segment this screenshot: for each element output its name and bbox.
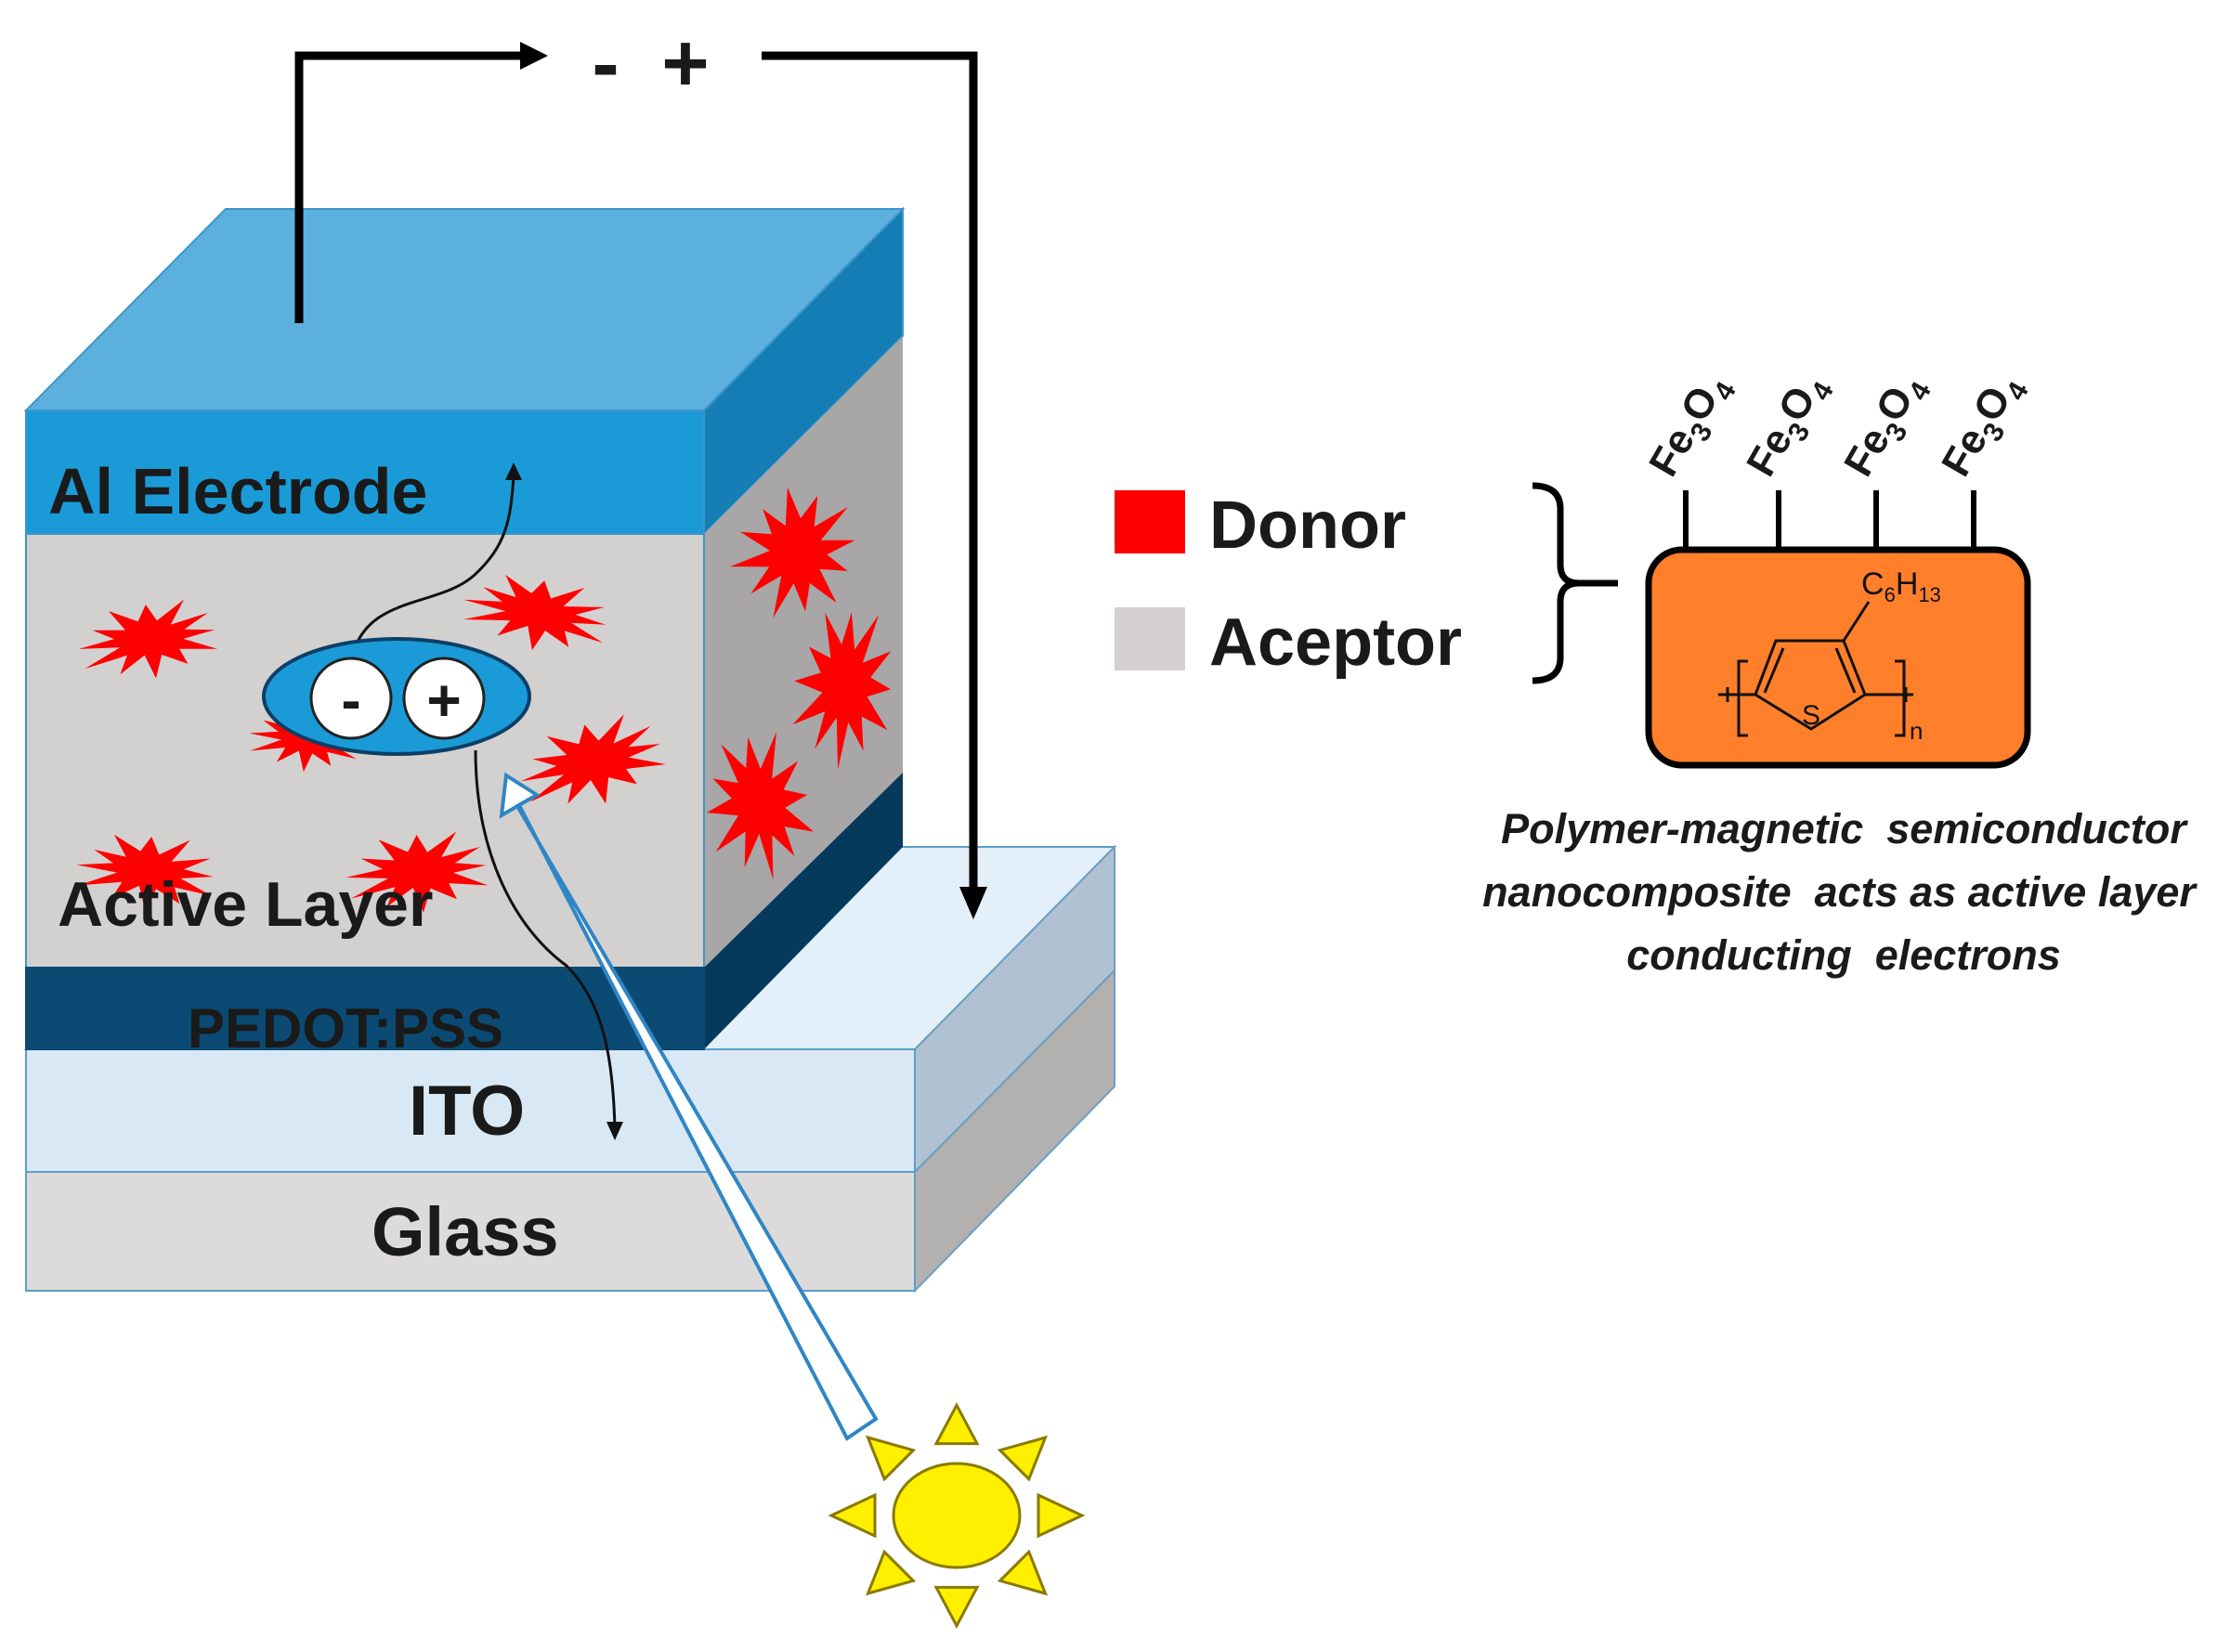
fe3o4-label-4: Fe3O4 xyxy=(1933,365,2035,488)
sun-ray xyxy=(997,1549,1049,1596)
repeat-n-label: n xyxy=(1910,717,1923,745)
hole-path-arrowhead xyxy=(606,1122,623,1140)
label-glass: Glass xyxy=(372,1193,559,1270)
sun-ray xyxy=(997,1435,1049,1482)
circuit-wire-right xyxy=(762,51,978,891)
caption-line-3: conducting electrons xyxy=(1626,931,2061,979)
sun-ray xyxy=(933,1402,980,1446)
legend-acceptor-label: Aceptor xyxy=(1209,605,1462,680)
polymer-caption: Polymer-magnetic semiconductor nanocompo… xyxy=(1482,805,2197,979)
side-chain-label: C6H13 xyxy=(1861,566,1941,606)
svg-text:Fe3O4: Fe3O4 xyxy=(1738,365,1840,488)
sun-ray xyxy=(828,1492,877,1539)
hole-circle xyxy=(402,657,486,740)
light-arrow xyxy=(499,772,879,1441)
donor-star xyxy=(520,714,666,804)
electron-circle xyxy=(309,657,393,740)
donor-star xyxy=(346,831,489,913)
side-chain-bond xyxy=(1842,601,1871,642)
svg-text:Fe3O4: Fe3O4 xyxy=(1640,365,1742,488)
light-beam xyxy=(499,772,879,1441)
pedot-side-face xyxy=(704,773,903,1049)
donor-star xyxy=(730,487,855,618)
sun-ray xyxy=(865,1549,917,1596)
ito-front-face xyxy=(25,1048,916,1173)
fe3o4-label-3: Fe3O4 xyxy=(1835,365,1937,488)
donor-star xyxy=(249,707,359,773)
sun-disc xyxy=(892,1462,1022,1569)
label-al-electrode: Al Electrode xyxy=(48,455,427,527)
hole-sign: + xyxy=(426,667,461,734)
legend: Donor Aceptor xyxy=(1115,488,1462,680)
sun xyxy=(828,1402,1086,1629)
legend-bracket xyxy=(1532,482,1618,684)
circuit-arrowhead-right xyxy=(520,42,548,70)
pedot-front-face xyxy=(25,967,705,1050)
donor-particles xyxy=(76,487,892,913)
circuit-minus-sign: - xyxy=(592,17,619,109)
thiophene-ring xyxy=(1754,639,1867,731)
sun-rays xyxy=(828,1402,1086,1629)
electron-path-arrowhead xyxy=(505,462,522,480)
thiophene-structure xyxy=(1718,601,1913,737)
sun-ray xyxy=(933,1585,980,1629)
label-active-layer: Active Layer xyxy=(58,869,433,940)
polymer-box xyxy=(1645,546,2031,769)
svg-text:Fe3O4: Fe3O4 xyxy=(1933,365,2035,488)
svg-text:Fe3O4: Fe3O4 xyxy=(1835,365,1937,488)
charge-paths xyxy=(349,462,623,1140)
donor-star xyxy=(78,599,218,679)
sulfur-label: S xyxy=(1802,700,1820,731)
electron-path xyxy=(349,475,515,662)
fe3o4-label-1: Fe3O4 xyxy=(1640,365,1742,488)
exciton-ellipse xyxy=(262,637,531,756)
exciton: - + xyxy=(262,637,531,756)
label-pedot-pss: PEDOT:PSS xyxy=(188,997,503,1060)
repeat-bracket-right xyxy=(1895,659,1906,737)
circuit-wire-left xyxy=(294,51,529,323)
legend-donor-swatch xyxy=(1115,490,1185,553)
fe3o4-label-2: Fe3O4 xyxy=(1738,365,1840,488)
sun-ray xyxy=(865,1435,917,1482)
electron-sign: - xyxy=(341,667,360,734)
donor-star xyxy=(706,732,815,880)
external-circuit xyxy=(294,42,987,919)
fe3o4-stems xyxy=(1683,490,1976,550)
double-bond-left xyxy=(1763,647,1785,694)
label-ito: ITO xyxy=(409,1072,525,1151)
double-bond-right xyxy=(1834,647,1857,694)
electrode-front-face xyxy=(25,410,705,535)
caption-line-2: nanocomposite acts as active layer xyxy=(1482,868,2197,916)
donor-star xyxy=(792,612,892,770)
caption-line-1: Polymer-magnetic semiconductor xyxy=(1501,805,2188,852)
donor-star xyxy=(76,834,214,911)
repeat-bracket-left xyxy=(1737,659,1748,737)
hole-path xyxy=(474,749,617,1129)
legend-acceptor-swatch xyxy=(1115,607,1185,670)
legend-donor-label: Donor xyxy=(1209,488,1406,563)
polymer-unit: Fe3O4 Fe3O4 Fe3O4 Fe3O4 C6H13 S n xyxy=(1640,365,2035,769)
donor-star xyxy=(463,575,606,651)
circuit-plus-sign: + xyxy=(661,17,709,109)
circuit-arrowhead-down xyxy=(959,887,987,919)
sun-ray xyxy=(1037,1492,1086,1539)
